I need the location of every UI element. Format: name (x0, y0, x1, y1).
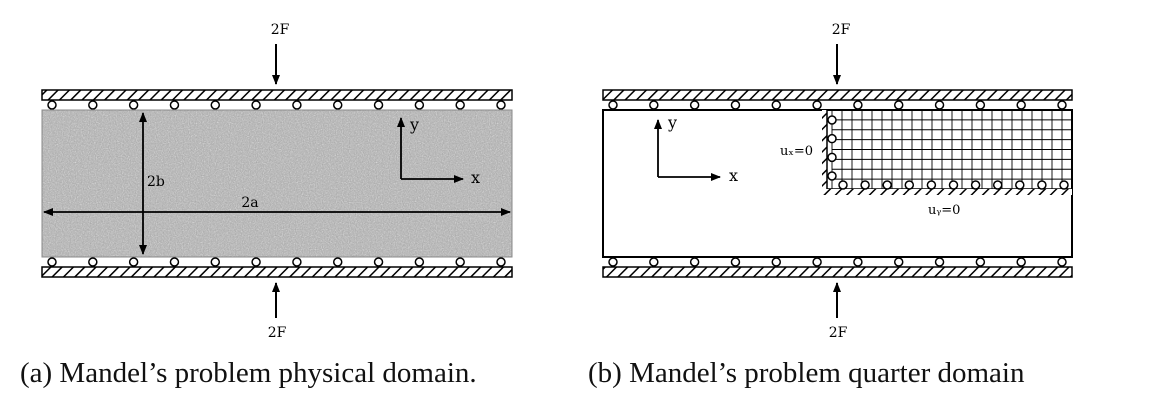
roller (812, 257, 822, 267)
top-plate (602, 89, 1073, 101)
top-rollers (608, 100, 1067, 110)
top-plate (41, 89, 513, 101)
x-axis-label: x (471, 168, 480, 187)
roller (169, 257, 180, 267)
roller (934, 100, 945, 110)
roller (893, 257, 904, 267)
roller (88, 100, 98, 110)
roller (1016, 100, 1026, 110)
bottom-plate (41, 266, 513, 278)
roller (169, 100, 180, 110)
left-symmetry-wall (822, 110, 827, 189)
roller (455, 257, 465, 267)
roller (251, 100, 261, 110)
roller (251, 257, 261, 267)
roller (1037, 180, 1047, 190)
roller (882, 180, 892, 190)
roller (689, 257, 700, 267)
bottom-wall-rollers (838, 180, 1069, 190)
roller (414, 257, 425, 267)
left-wall-rollers (827, 115, 837, 181)
roller (608, 100, 618, 110)
roller (1016, 257, 1026, 267)
roller (373, 257, 384, 267)
roller (373, 100, 384, 110)
roller (893, 100, 904, 110)
caption-b: (b) Mandel’s problem quarter domain (588, 357, 1025, 389)
bottom-plate (602, 266, 1073, 278)
roller (1059, 180, 1069, 190)
roller (975, 100, 986, 110)
roller (771, 100, 782, 110)
roller (649, 100, 659, 110)
top-rollers (47, 100, 506, 110)
y-axis-label: y (667, 113, 677, 132)
panel-b: 2F uₓ=0 uᵧ=0 y x 2F (b) Mandel’s problem… (588, 22, 1073, 389)
bottom-rollers (608, 257, 1067, 267)
roller (128, 257, 139, 267)
roller (332, 257, 343, 267)
roller (292, 100, 302, 110)
bottom-symmetry-wall (822, 189, 1072, 195)
roller (827, 133, 837, 144)
bottom-force-label: 2F (268, 325, 287, 341)
roller (210, 100, 221, 110)
roller (689, 100, 700, 110)
roller (771, 257, 782, 267)
roller (1015, 180, 1025, 190)
top-force-label: 2F (832, 22, 851, 38)
bottom-force-label: 2F (829, 325, 848, 341)
roller (812, 100, 822, 110)
roller (860, 180, 870, 190)
roller (904, 180, 915, 190)
roller (496, 100, 506, 110)
roller (992, 180, 1003, 190)
roller (827, 171, 837, 181)
bottom-rollers (47, 257, 506, 267)
roller (455, 100, 465, 110)
panel-a: 2F 2F 2b 2a y x (a) Mandel’s problem phy… (20, 22, 513, 389)
sample-border (41, 109, 513, 258)
roller (853, 257, 863, 267)
roller (853, 100, 863, 110)
roller (47, 257, 57, 267)
roller (649, 257, 659, 267)
x-axis-label: x (729, 166, 738, 185)
roller (970, 180, 981, 190)
top-force-label: 2F (271, 22, 290, 38)
roller (128, 100, 139, 110)
roller (608, 257, 618, 267)
bottom-bc-label: uᵧ=0 (928, 203, 960, 218)
roller (292, 257, 302, 267)
roller (210, 257, 221, 267)
roller (827, 115, 837, 125)
roller (730, 257, 741, 267)
roller (496, 257, 506, 267)
roller (1057, 100, 1067, 110)
roller (414, 100, 425, 110)
roller (838, 180, 848, 190)
roller (47, 100, 57, 110)
caption-a: (a) Mandel’s problem physical domain. (20, 357, 477, 389)
left-bc-label: uₓ=0 (780, 144, 813, 159)
y-axis-label: y (409, 115, 419, 134)
roller (730, 100, 741, 110)
roller (332, 100, 343, 110)
height-dimension-label: 2b (147, 174, 165, 190)
roller (926, 180, 937, 190)
roller (934, 257, 945, 267)
roller (1057, 257, 1067, 267)
sample-texture (42, 110, 512, 257)
roller (975, 257, 986, 267)
roller (827, 152, 837, 163)
roller (88, 257, 98, 267)
quarter-mesh (831, 109, 1073, 190)
roller (948, 180, 959, 190)
width-dimension-label: 2a (241, 195, 258, 211)
